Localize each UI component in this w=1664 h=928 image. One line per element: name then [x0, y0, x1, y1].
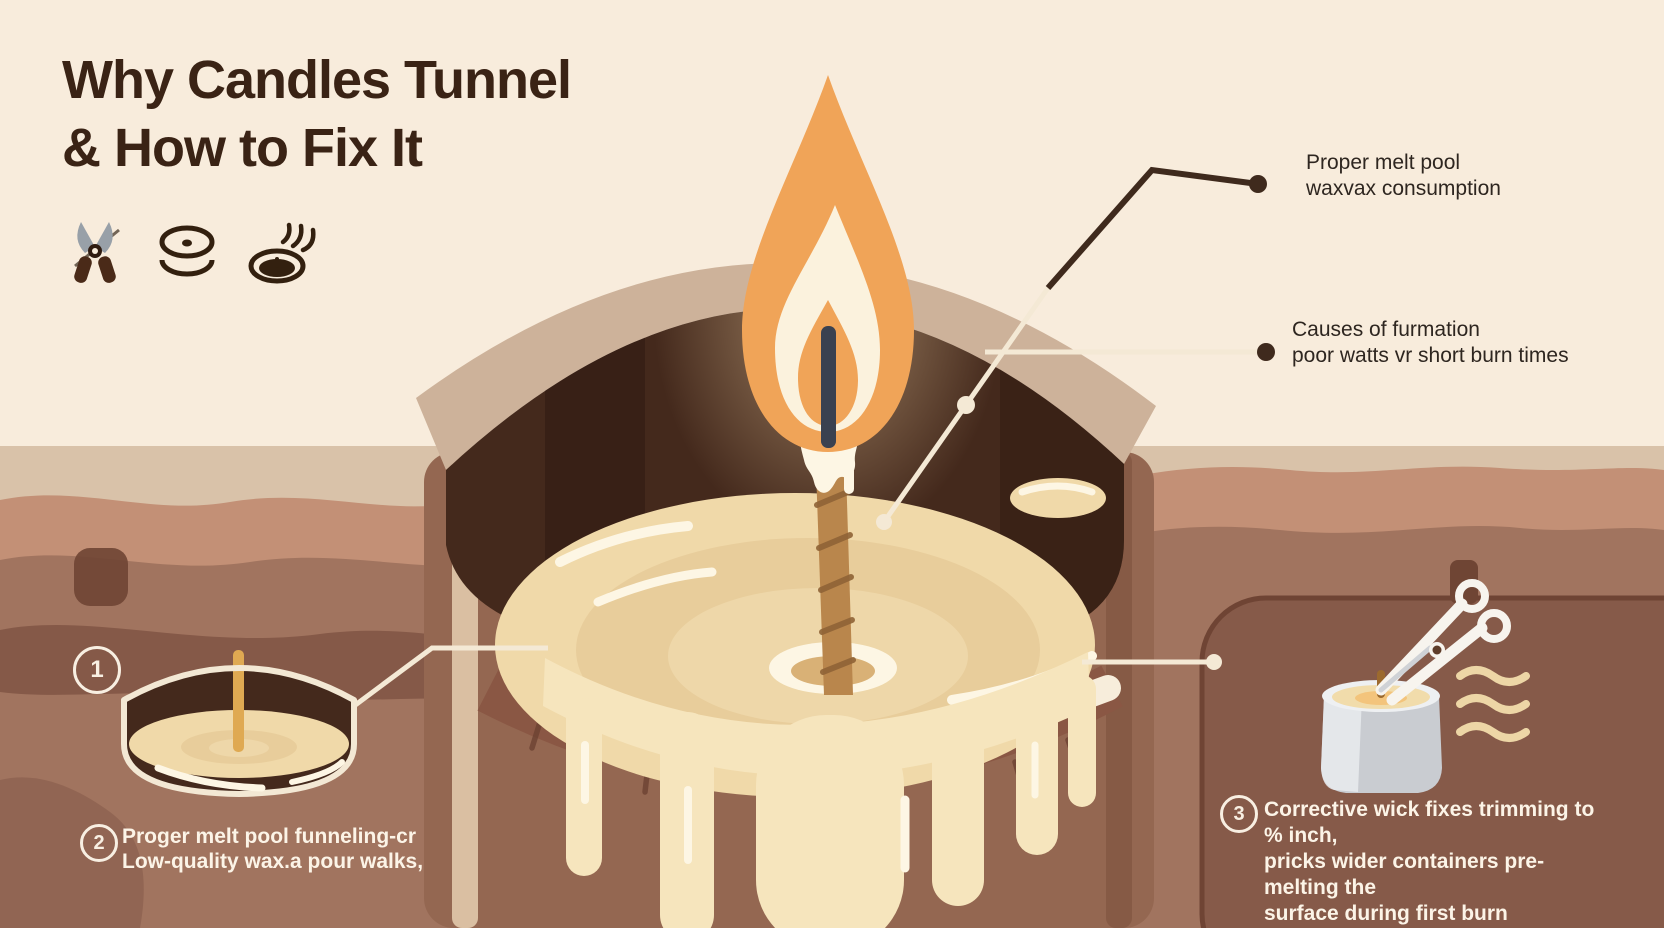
page-title: Why Candles Tunnel & How to Fix It	[62, 50, 572, 179]
step-badge-1: 1	[73, 646, 121, 694]
callout-causes: Causes of furmation poor watts vr short …	[1292, 318, 1569, 367]
small-candle-highlights	[154, 759, 345, 792]
step-badge-3: 3	[1220, 795, 1258, 833]
stacked-wax-tins-icon	[159, 225, 215, 277]
ground-dark-curve-bottom-left	[0, 777, 144, 928]
smoking-candle-tin-icon	[248, 222, 316, 284]
wax-drip-highlights	[581, 741, 1039, 873]
tunneled-candle	[416, 75, 1156, 928]
step-number: 3	[1233, 802, 1245, 825]
wooden-wick-stripes	[814, 489, 856, 675]
ground-dark-blob	[74, 548, 128, 606]
pot-rim-beige	[416, 262, 1156, 470]
small-candle-illustration	[121, 650, 357, 798]
icon-legend	[58, 210, 316, 286]
leader-lines	[352, 166, 1275, 709]
leader-dot	[1249, 175, 1267, 193]
small-candle-wick	[233, 650, 244, 752]
step-number: 2	[93, 831, 105, 854]
tealight-fix-illustration	[1321, 579, 1530, 793]
wick-trimmer-icon	[74, 222, 120, 283]
leader-dot	[957, 396, 975, 414]
heat-waves-icon	[1456, 666, 1530, 742]
callout-proper-melt-pool: Proper melt pool waxvax consumption	[1306, 151, 1501, 200]
step-number: 1	[90, 656, 104, 683]
candle-wick	[821, 326, 836, 448]
small-candle-leader	[352, 645, 548, 709]
leader-dot	[1257, 343, 1275, 361]
melt-pool-leader-dark	[1045, 166, 1259, 290]
melted-wax-drip	[844, 466, 854, 494]
small-candle-outline	[121, 665, 357, 798]
tealight-cup-highlight	[1321, 696, 1362, 792]
leader-dot	[1206, 654, 1222, 670]
callout-step2: Proger melt pool funneling-cr Low-qualit…	[122, 825, 424, 873]
leader-dot	[876, 514, 892, 530]
wick-trimmer-tool	[1375, 579, 1511, 706]
step-badge-2: 2	[80, 824, 118, 862]
callout-step3: Corrective wick fixes trimming to % inch…	[1264, 798, 1595, 925]
